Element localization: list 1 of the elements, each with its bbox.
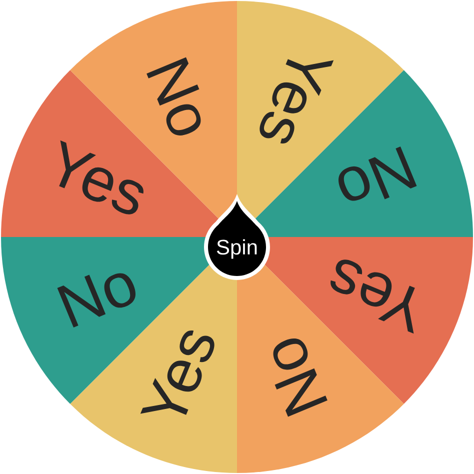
spin-button: Spin [204,194,270,280]
